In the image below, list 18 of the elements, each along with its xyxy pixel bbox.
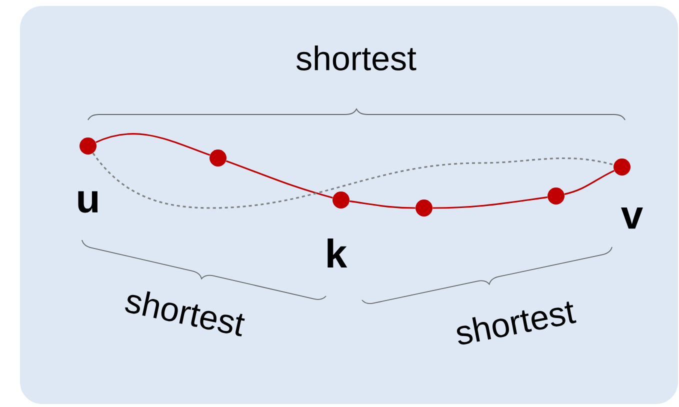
dot xyxy=(332,192,350,208)
curve xyxy=(564,170,614,195)
point-label: k xyxy=(328,238,348,268)
point-label: u xyxy=(78,191,98,213)
curve xyxy=(226,160,333,199)
dot xyxy=(416,200,432,216)
brace-label: shortest xyxy=(296,46,416,70)
dot xyxy=(80,138,96,154)
dot xyxy=(548,188,564,204)
curve xyxy=(350,200,416,209)
curve xyxy=(96,133,210,156)
dot xyxy=(210,150,226,166)
brace-label: shortest xyxy=(125,291,245,336)
point-label: v xyxy=(621,207,643,229)
brace-label: shortest xyxy=(456,302,576,344)
dot xyxy=(614,158,630,176)
curve xyxy=(432,196,548,209)
curve xyxy=(92,152,614,209)
